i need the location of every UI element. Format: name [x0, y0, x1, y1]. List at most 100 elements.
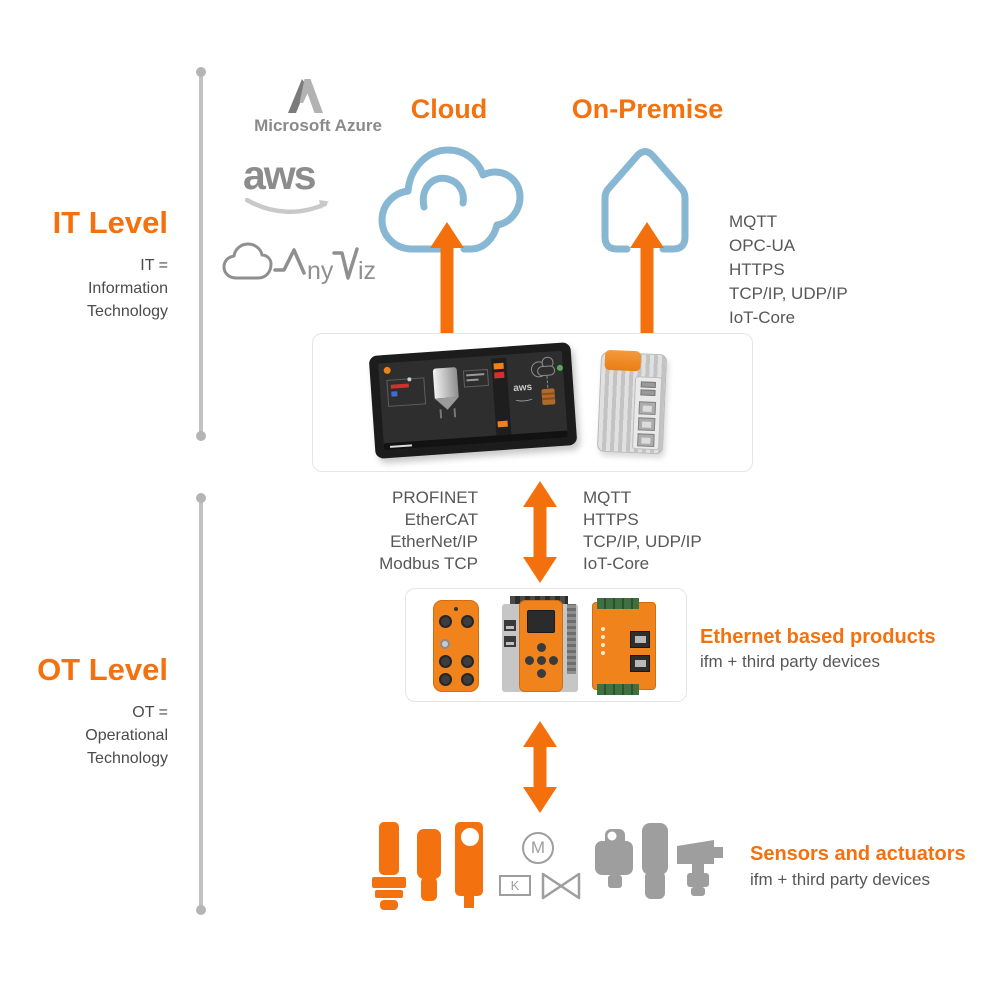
gray-sensor-1-icon	[595, 829, 633, 888]
plc-grille	[567, 604, 576, 674]
gray-sensor-3-icon	[677, 840, 723, 896]
azure-a-left	[288, 79, 307, 113]
connector-dot	[454, 607, 458, 611]
protocol-item: HTTPS	[583, 510, 639, 529]
m12-port	[461, 655, 474, 668]
status-led	[601, 627, 605, 631]
on-premise-title: On-Premise	[571, 94, 724, 124]
aws-smile-icon	[245, 198, 329, 214]
ethernet-port	[504, 636, 516, 647]
microsoft-azure-icon	[288, 79, 323, 113]
tank-leg	[453, 408, 457, 418]
it-sub-line: IT =	[140, 257, 168, 274]
orange-sensor-1-icon	[372, 822, 406, 910]
green-terminal-block	[597, 598, 639, 609]
ot-level-line	[199, 498, 203, 910]
ethernet-port	[637, 433, 655, 448]
motor-symbol: M	[522, 832, 554, 864]
hmi-barrel-graphic	[541, 388, 556, 406]
hmi-aws-label: aws	[512, 381, 533, 395]
hmi-status-bar	[383, 430, 568, 451]
cloud-arrow-up	[430, 222, 464, 333]
onprem-arrow-up	[630, 222, 664, 333]
azure-logo-text: Microsoft Azure	[254, 116, 382, 135]
ethernet-products-title: Ethernet based products	[700, 626, 936, 648]
it-sub-line: Technology	[87, 303, 168, 320]
protocol-item: MQTT	[583, 488, 632, 507]
protocol-item: IoT-Core	[729, 308, 796, 327]
line-endpoint-dot	[196, 67, 206, 77]
ifm-logo-dot	[383, 366, 391, 375]
ot-sub-line: OT =	[132, 704, 168, 721]
contactor-symbol: K	[499, 875, 531, 896]
gray-sensor-2-icon	[642, 823, 668, 899]
it-level-subtitle: IT = Information Technology	[28, 254, 168, 323]
it-level-title: IT Level	[52, 205, 168, 240]
ot-level-label: OT Level OT = Operational Technology	[28, 652, 168, 770]
hmi-status-dot	[556, 364, 564, 372]
on-premise-protocol-list: MQTT OPC-UA HTTPS TCP/IP, UDP/IP IoT-Cor…	[729, 210, 848, 330]
ot-sub-line: Technology	[87, 750, 168, 767]
ethernet-port	[630, 631, 650, 648]
din-rail-gateway-image	[592, 598, 656, 695]
house-icon	[601, 148, 689, 253]
cloud-title: Cloud	[410, 94, 488, 124]
ethernet-products-subtitle: ifm + third party devices	[700, 652, 880, 671]
keypad-ok	[537, 656, 546, 665]
hmi-aws-smile	[513, 393, 535, 403]
hmi-dashed-link	[546, 375, 549, 388]
status-led	[601, 651, 605, 655]
io-link-master-image	[433, 600, 479, 692]
protocol-item: IoT-Core	[583, 554, 650, 573]
m12-port	[439, 615, 452, 628]
azure-a-right	[299, 79, 323, 113]
tank-graphic	[432, 367, 459, 399]
ot-level-title: OT Level	[37, 652, 168, 687]
tank-leg	[439, 409, 443, 419]
usb-port	[640, 389, 656, 397]
hmi-screen: aws	[378, 350, 568, 451]
anyviz-wave-a	[273, 248, 306, 275]
ethernet-port	[637, 417, 656, 432]
protocol-item: EtherCAT	[404, 510, 478, 529]
plc-controller-image	[502, 596, 578, 696]
hmi-red-bar	[390, 383, 409, 389]
m12-port	[461, 615, 474, 628]
gateway-port-face	[631, 376, 663, 451]
hmi-info-widget	[386, 377, 427, 407]
ethernet-port	[638, 401, 657, 416]
protocol-item: TCP/IP, UDP/IP	[583, 532, 702, 551]
plc-display	[527, 610, 555, 633]
hmi-button-column	[491, 357, 512, 439]
orange-sensor-2-icon	[417, 829, 441, 901]
m12-port	[461, 673, 474, 686]
hmi-value-widget	[462, 368, 490, 388]
aws-logo-text: aws	[243, 152, 316, 198]
m12-port	[439, 655, 452, 668]
ethernet-port	[504, 620, 516, 631]
protocol-item: MQTT	[729, 212, 778, 231]
gateway-orange-cap	[604, 349, 642, 372]
m12-port-silver	[440, 639, 450, 649]
protocol-item: EtherNet/IP	[390, 532, 478, 551]
line-endpoint-dot	[196, 493, 206, 503]
iot-protocol-list: MQTT HTTPS TCP/IP, UDP/IP IoT-Core	[583, 487, 702, 575]
protocol-item: TCP/IP, UDP/IP	[729, 284, 848, 303]
ot-level-subtitle: OT = Operational Technology	[28, 701, 168, 770]
keypad-right	[549, 656, 558, 665]
hmi-cloud-sketch	[378, 351, 562, 378]
hmi-panel-image: aws	[368, 342, 578, 459]
protocol-item: Modbus TCP	[379, 554, 478, 573]
cloud-icon	[378, 146, 524, 253]
orange-sensor-3-icon	[455, 822, 483, 908]
status-led	[601, 643, 605, 647]
sensors-actuators-subtitle: ifm + third party devices	[750, 870, 930, 889]
ethernet-port	[630, 655, 650, 672]
sensors-actuators-title: Sensors and actuators	[750, 843, 966, 865]
it-sub-line: Information	[87, 280, 168, 297]
valve-symbol	[541, 872, 581, 900]
keypad-up	[537, 643, 546, 652]
protocol-item: OPC-UA	[729, 236, 796, 255]
usb-port	[640, 381, 656, 389]
